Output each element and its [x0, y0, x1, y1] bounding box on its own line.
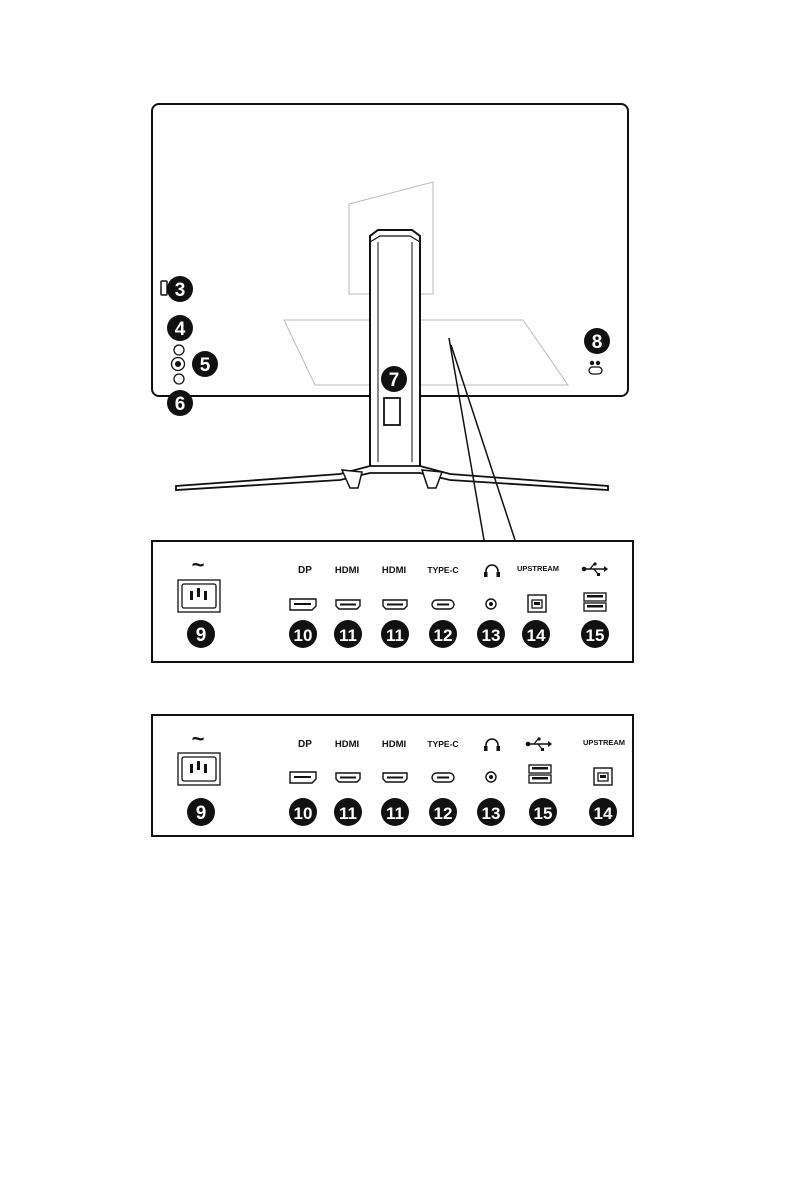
badge-9: 9 [187, 798, 215, 826]
svg-text:12: 12 [434, 804, 453, 823]
kensington-lock-icon [589, 361, 602, 374]
power-symbol: ~ [192, 552, 205, 577]
navi-key-inner [175, 361, 181, 367]
svg-text:10: 10 [294, 626, 313, 645]
callout-4: 4 [167, 315, 193, 341]
stand-foot-right [422, 470, 442, 488]
svg-text:5: 5 [200, 355, 211, 376]
dp-label: DP [298, 739, 312, 750]
badge-10: 10 [289, 620, 317, 648]
back-panel-recess [284, 320, 568, 385]
svg-text:14: 14 [594, 804, 613, 823]
svg-text:14: 14 [527, 626, 546, 645]
hdmi-label-1: HDMI [335, 565, 359, 576]
zoom-line-left [449, 338, 484, 540]
badge-9: 9 [187, 620, 215, 648]
svg-text:7: 7 [389, 370, 400, 391]
svg-text:9: 9 [196, 625, 207, 646]
svg-text:11: 11 [386, 804, 404, 823]
badge-14: 14 [589, 798, 617, 826]
power-symbol: ~ [192, 726, 205, 751]
badge-11b: 11 [381, 798, 409, 826]
callout-3: 3 [167, 276, 193, 302]
zoom-line-right [451, 345, 515, 540]
callout-6: 6 [167, 390, 193, 416]
badge-10: 10 [289, 798, 317, 826]
badge-15: 15 [529, 798, 557, 826]
svg-text:8: 8 [592, 332, 603, 353]
button-bottom[interactable] [174, 374, 184, 384]
upstream-label: UPSTREAM [583, 738, 625, 747]
svg-text:9: 9 [196, 803, 207, 824]
dp-label: DP [298, 565, 312, 576]
badge-12: 12 [429, 620, 457, 648]
port-panel-a: ~ DP HDMI HDMI TYPE-C UPSTREAM [152, 541, 633, 662]
svg-text:6: 6 [175, 394, 186, 415]
hdmi-label-2: HDMI [382, 565, 406, 576]
power-led [161, 281, 167, 295]
svg-text:11: 11 [339, 626, 357, 645]
badge-14: 14 [522, 620, 550, 648]
svg-text:3: 3 [175, 280, 186, 301]
callout-8: 8 [584, 328, 610, 354]
badge-11a: 11 [334, 620, 362, 648]
button-top[interactable] [174, 345, 184, 355]
badge-13: 13 [477, 620, 505, 648]
badge-12: 12 [429, 798, 457, 826]
badge-11b: 11 [381, 620, 409, 648]
callout-5: 5 [192, 351, 218, 377]
svg-text:12: 12 [434, 626, 453, 645]
upstream-label: UPSTREAM [517, 564, 559, 573]
svg-text:11: 11 [386, 626, 404, 645]
badge-11a: 11 [334, 798, 362, 826]
hdmi-label-1: HDMI [335, 739, 359, 750]
badge-15: 15 [581, 620, 609, 648]
svg-text:13: 13 [482, 626, 501, 645]
port-panel-b: ~ DP HDMI HDMI TYPE-C UPSTREAM [152, 715, 633, 836]
typec-label: TYPE-C [427, 565, 458, 575]
hdmi-label-2: HDMI [382, 739, 406, 750]
typec-label: TYPE-C [427, 739, 458, 749]
callout-7: 7 [381, 366, 407, 392]
monitor-rear: 3 4 5 6 7 8 [152, 104, 628, 540]
svg-text:13: 13 [482, 804, 501, 823]
svg-text:15: 15 [586, 626, 605, 645]
stand-base [176, 466, 608, 490]
badge-13: 13 [477, 798, 505, 826]
svg-text:15: 15 [534, 804, 553, 823]
svg-text:4: 4 [175, 319, 186, 340]
svg-text:11: 11 [339, 804, 357, 823]
svg-text:10: 10 [294, 804, 313, 823]
